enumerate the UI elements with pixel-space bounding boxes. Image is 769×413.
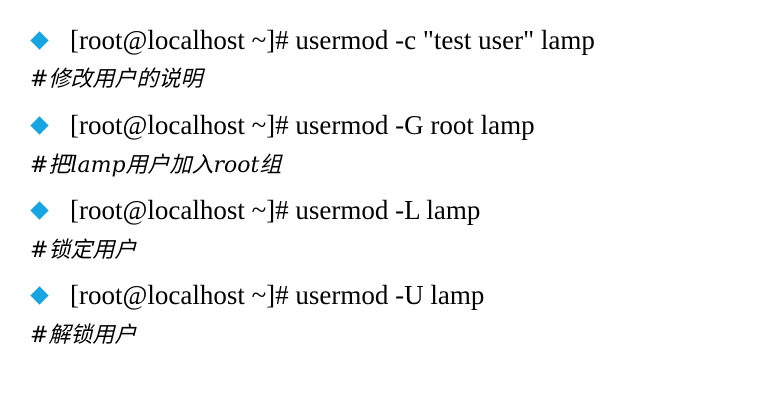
diamond-bullet-icon bbox=[30, 116, 49, 135]
command-line: [root@localhost ~]# usermod -U lamp bbox=[30, 277, 484, 313]
command-line: [root@localhost ~]# usermod -L lamp bbox=[30, 192, 480, 228]
comment-text: #修改用户的说明 bbox=[30, 67, 203, 92]
diamond-bullet-icon bbox=[30, 31, 49, 50]
command-text: [root@localhost ~]# usermod -G root lamp bbox=[70, 110, 535, 140]
command-text: [root@localhost ~]# usermod -c "test use… bbox=[70, 25, 595, 55]
command-line: [root@localhost ~]# usermod -c "test use… bbox=[30, 22, 595, 58]
comment-line: #修改用户的说明 bbox=[30, 64, 202, 96]
command-line: [root@localhost ~]# usermod -G root lamp bbox=[30, 107, 535, 143]
comment-text: #锁定用户 bbox=[30, 238, 137, 263]
command-text: [root@localhost ~]# usermod -U lamp bbox=[70, 280, 485, 310]
command-text: [root@localhost ~]# usermod -L lamp bbox=[70, 195, 481, 225]
comment-text: #解锁用户 bbox=[30, 323, 137, 348]
comment-line: #把lamp用户加入root组 bbox=[30, 150, 281, 182]
diamond-bullet-icon bbox=[30, 286, 49, 305]
diamond-bullet-icon bbox=[30, 201, 49, 220]
comment-line: #锁定用户 bbox=[30, 235, 136, 267]
comment-text: #把lamp用户加入root组 bbox=[30, 153, 282, 178]
comment-line: #解锁用户 bbox=[30, 320, 136, 352]
